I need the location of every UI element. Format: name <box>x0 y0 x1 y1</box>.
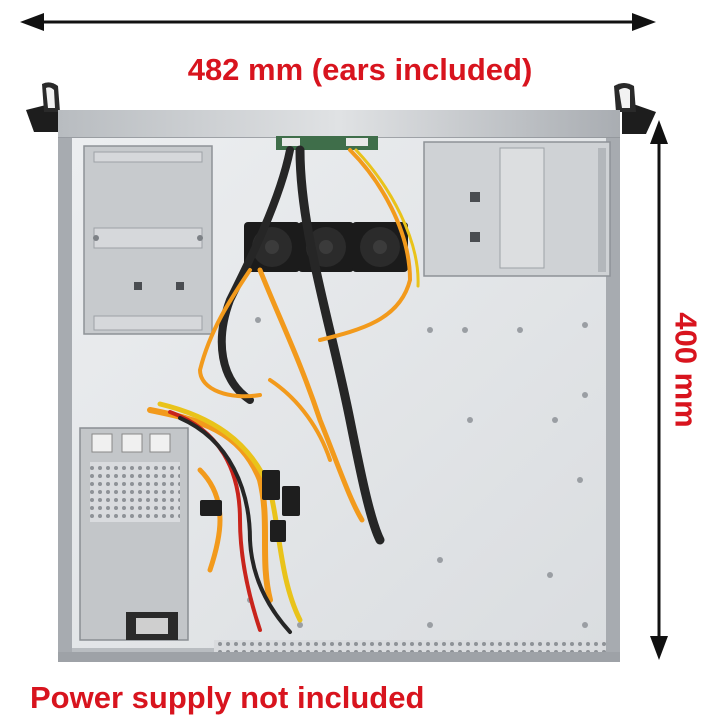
power-supply-unit <box>79 427 189 641</box>
double-arrow-vertical-icon <box>650 120 668 660</box>
power-supply-notice: Power supply not included <box>30 680 425 715</box>
floor-standoffs <box>247 317 588 628</box>
left-rack-ear <box>26 82 60 132</box>
width-dimension-label: 482 mm (ears included) <box>187 52 533 87</box>
right-rack-ear <box>614 83 656 134</box>
cooling-fans <box>244 222 408 272</box>
right-drive-bracket <box>423 141 611 277</box>
cable-connectors <box>200 470 300 542</box>
cable-harness <box>147 145 420 634</box>
left-drive-bracket <box>83 145 213 335</box>
height-dimension-label: 400 mm <box>668 312 704 428</box>
rear-vent <box>214 640 606 654</box>
double-arrow-horizontal-icon <box>20 13 656 31</box>
front-rail <box>58 110 620 138</box>
